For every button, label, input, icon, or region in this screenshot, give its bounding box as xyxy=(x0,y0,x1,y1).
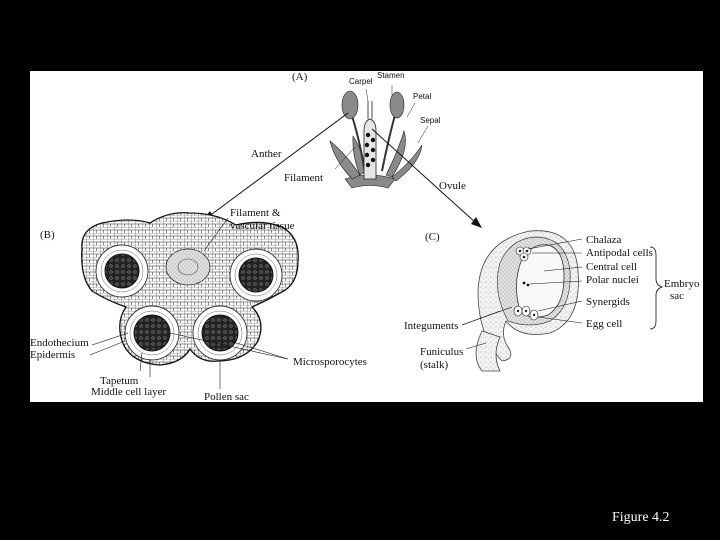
antipodal-cells-label: Antipodal cells xyxy=(586,247,653,259)
central-cell-label: Central cell xyxy=(586,261,638,273)
figure-caption: Figure 4.2 xyxy=(612,510,670,525)
panel-c-label: (C) xyxy=(425,231,440,243)
polar-nuclei-label: Polar nuclei xyxy=(586,274,639,286)
filament-vascular-label-line2: vascular tissue xyxy=(230,220,295,232)
panel-b-label: (B) xyxy=(40,229,55,241)
integuments-label: Integuments xyxy=(404,320,459,332)
anther-arrow-label: Anther xyxy=(251,148,282,160)
filament-label: Filament xyxy=(284,172,324,184)
anther-arrow xyxy=(202,112,349,221)
pollen-sac-label: Pollen sac xyxy=(204,391,249,403)
flower-diagram xyxy=(329,85,429,189)
stamen-label: Stamen xyxy=(377,71,405,80)
middle-cell-layer-label: Middle cell layer xyxy=(91,386,167,398)
chalaza-label: Chalaza xyxy=(586,234,622,246)
synergids-label: Synergids xyxy=(586,296,630,308)
tapetum-label: Tapetum xyxy=(100,375,139,387)
petal-label: Petal xyxy=(413,92,432,101)
funiculus-label: Funiculus xyxy=(420,346,464,358)
carpel-label: Carpel xyxy=(349,77,373,86)
ovule-diagram xyxy=(461,230,664,372)
endothecium-label: Endothecium xyxy=(30,337,89,349)
filament-vascular-label-line1: Filament & xyxy=(230,207,281,219)
figure-panel: (A) (B) (C) Carpel Stamen Petal Sepal An… xyxy=(30,71,703,402)
microsporocytes-label: Microsporocytes xyxy=(293,356,367,368)
embryo-sac-label-line2: sac xyxy=(670,290,685,302)
sepal-label: Sepal xyxy=(420,116,441,125)
ovule-arrow xyxy=(371,128,482,228)
epidermis-label: Epidermis xyxy=(30,349,76,361)
panel-a-label: (A) xyxy=(292,71,308,83)
ovule-arrow-label: Ovule xyxy=(439,180,466,192)
egg-cell-label: Egg cell xyxy=(586,318,623,330)
anther-cross-section xyxy=(81,212,299,389)
figure-drawing xyxy=(81,85,664,389)
embryo-sac-label-line1: Embryo xyxy=(664,278,700,290)
stalk-label: (stalk) xyxy=(420,359,449,371)
